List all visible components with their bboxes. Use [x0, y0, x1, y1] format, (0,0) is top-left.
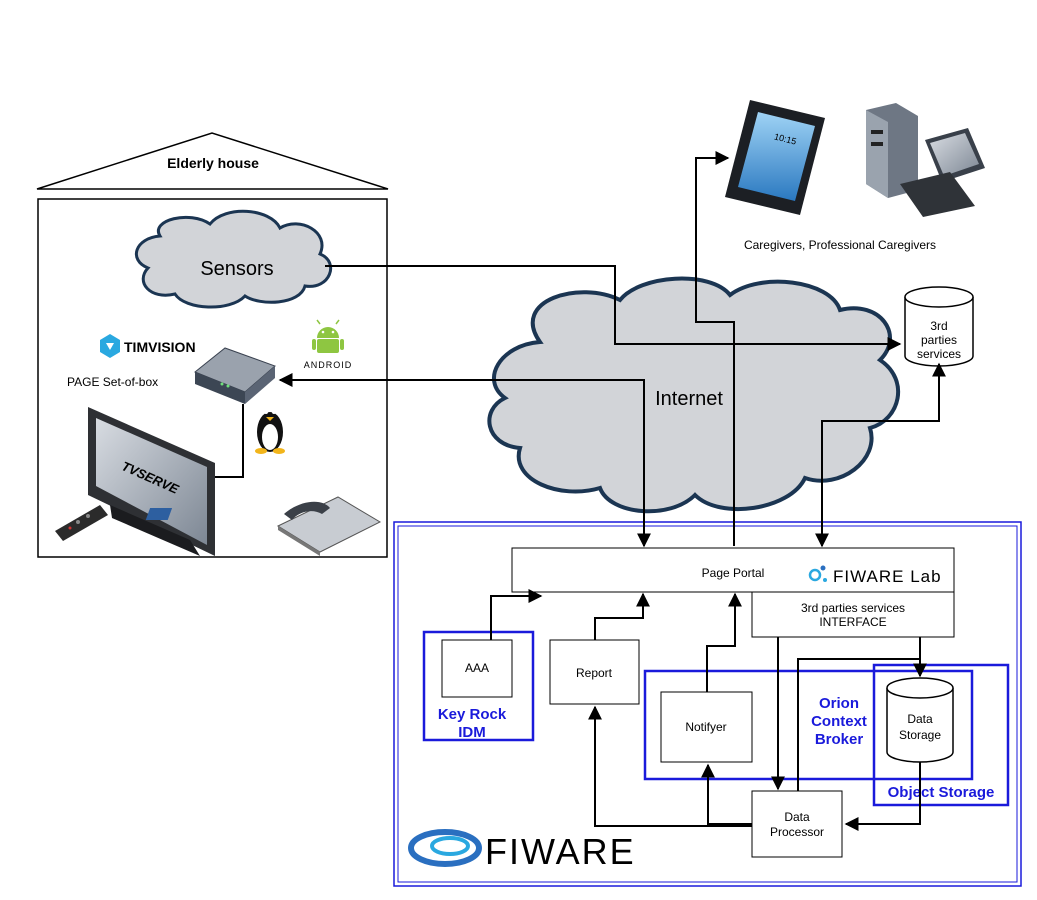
- settop-label: PAGE Set-of-box: [67, 375, 158, 389]
- third-party-label-1: 3rd: [930, 319, 947, 333]
- smartphone-icon: 10:15: [725, 100, 825, 215]
- link-settop-tv: [215, 404, 244, 478]
- telephone-icon: [145, 496, 382, 556]
- link-portal-phone: [695, 151, 735, 546]
- timvision-logo: TIMVISION: [100, 334, 196, 358]
- notifyer-box: [660, 691, 753, 763]
- processor-label-1: Data: [784, 810, 810, 824]
- orion-border: [643, 669, 974, 781]
- aaa-box: [441, 639, 513, 698]
- link-processor-notifyer: [701, 763, 752, 825]
- orion-label-3: Broker: [815, 731, 864, 748]
- interface-label-2: INTERFACE: [819, 615, 886, 629]
- storage-label-1: Data: [907, 712, 933, 726]
- aaa-label: AAA: [465, 661, 489, 675]
- storage-label-2: Storage: [899, 728, 941, 742]
- internet-cloud: Internet: [487, 276, 900, 514]
- fiware-logo: FIWARE: [408, 829, 636, 872]
- keyrock-label-1: Key Rock: [438, 706, 507, 723]
- link-portal-settop: [278, 373, 645, 546]
- link-report-portal: [594, 592, 650, 640]
- fiware-text: FIWARE: [485, 831, 636, 872]
- fiware-lab-logo: FIWARE Lab: [808, 565, 942, 586]
- connectors: [215, 151, 946, 831]
- object-storage-label: Object Storage: [888, 784, 995, 801]
- elderly-house: Elderly house Sensors TIMVISION ANDROID: [36, 132, 389, 558]
- house-roof: [36, 132, 389, 190]
- platform-inner-border: [397, 525, 1018, 883]
- fiware-swirl-icon: [408, 829, 482, 867]
- keyrock-border: [422, 630, 535, 742]
- report-label: Report: [576, 666, 613, 680]
- third-party-label-3: services: [917, 347, 961, 361]
- android-text: ANDROID: [304, 360, 353, 370]
- third-party-services-db: 3rd parties services: [904, 286, 974, 367]
- page-portal-label: Page Portal: [702, 566, 765, 580]
- link-aaa-portal: [490, 589, 543, 640]
- keyrock-label-2: IDM: [458, 724, 486, 741]
- report-box: [549, 639, 640, 705]
- link-processor-storage: [797, 658, 927, 791]
- data-processor-box: [751, 790, 843, 858]
- third-party-label-2: parties: [921, 333, 957, 347]
- link-processor-report: [588, 705, 752, 827]
- orion-label-1: Orion: [819, 695, 859, 712]
- data-storage-db: Data Storage: [886, 677, 954, 763]
- orion-label-2: Context: [811, 713, 867, 730]
- timvision-text: TIMVISION: [124, 339, 196, 355]
- linux-penguin-icon: [255, 410, 285, 454]
- remote-control-icon: [55, 505, 108, 541]
- interface-box: [751, 591, 955, 638]
- interface-label-1: 3rd parties services: [801, 601, 905, 615]
- link-storage-processor: [844, 762, 921, 831]
- fiware-platform: Page Portal FIWARE Lab 3rd parties servi…: [393, 521, 1022, 887]
- page-portal-box: [511, 547, 955, 593]
- set-top-box-icon: [194, 347, 276, 404]
- house-title: Elderly house: [167, 155, 259, 171]
- sensors-cloud: Sensors: [135, 209, 333, 309]
- notifyer-label: Notifyer: [685, 720, 726, 734]
- android-icon: ANDROID: [304, 319, 353, 370]
- link-notifyer-portal: [706, 592, 742, 692]
- caregivers-label: Caregivers, Professional Caregivers: [744, 238, 936, 252]
- caregivers-group: 10:15 Caregivers, Professional Caregiver…: [725, 100, 985, 252]
- internet-label: Internet: [655, 388, 723, 410]
- fiware-lab-text: FIWARE Lab: [833, 567, 942, 586]
- link-sensors-thirdparty: [325, 265, 902, 351]
- desktop-computer-icon: [866, 103, 985, 217]
- platform-outer-border: [393, 521, 1022, 887]
- object-storage-border: [872, 663, 1010, 807]
- tv-icon: TVSERVE: [88, 407, 215, 556]
- sensors-label: Sensors: [200, 258, 273, 280]
- link-interface-thirdparty: [815, 362, 946, 548]
- processor-label-2: Processor: [770, 825, 824, 839]
